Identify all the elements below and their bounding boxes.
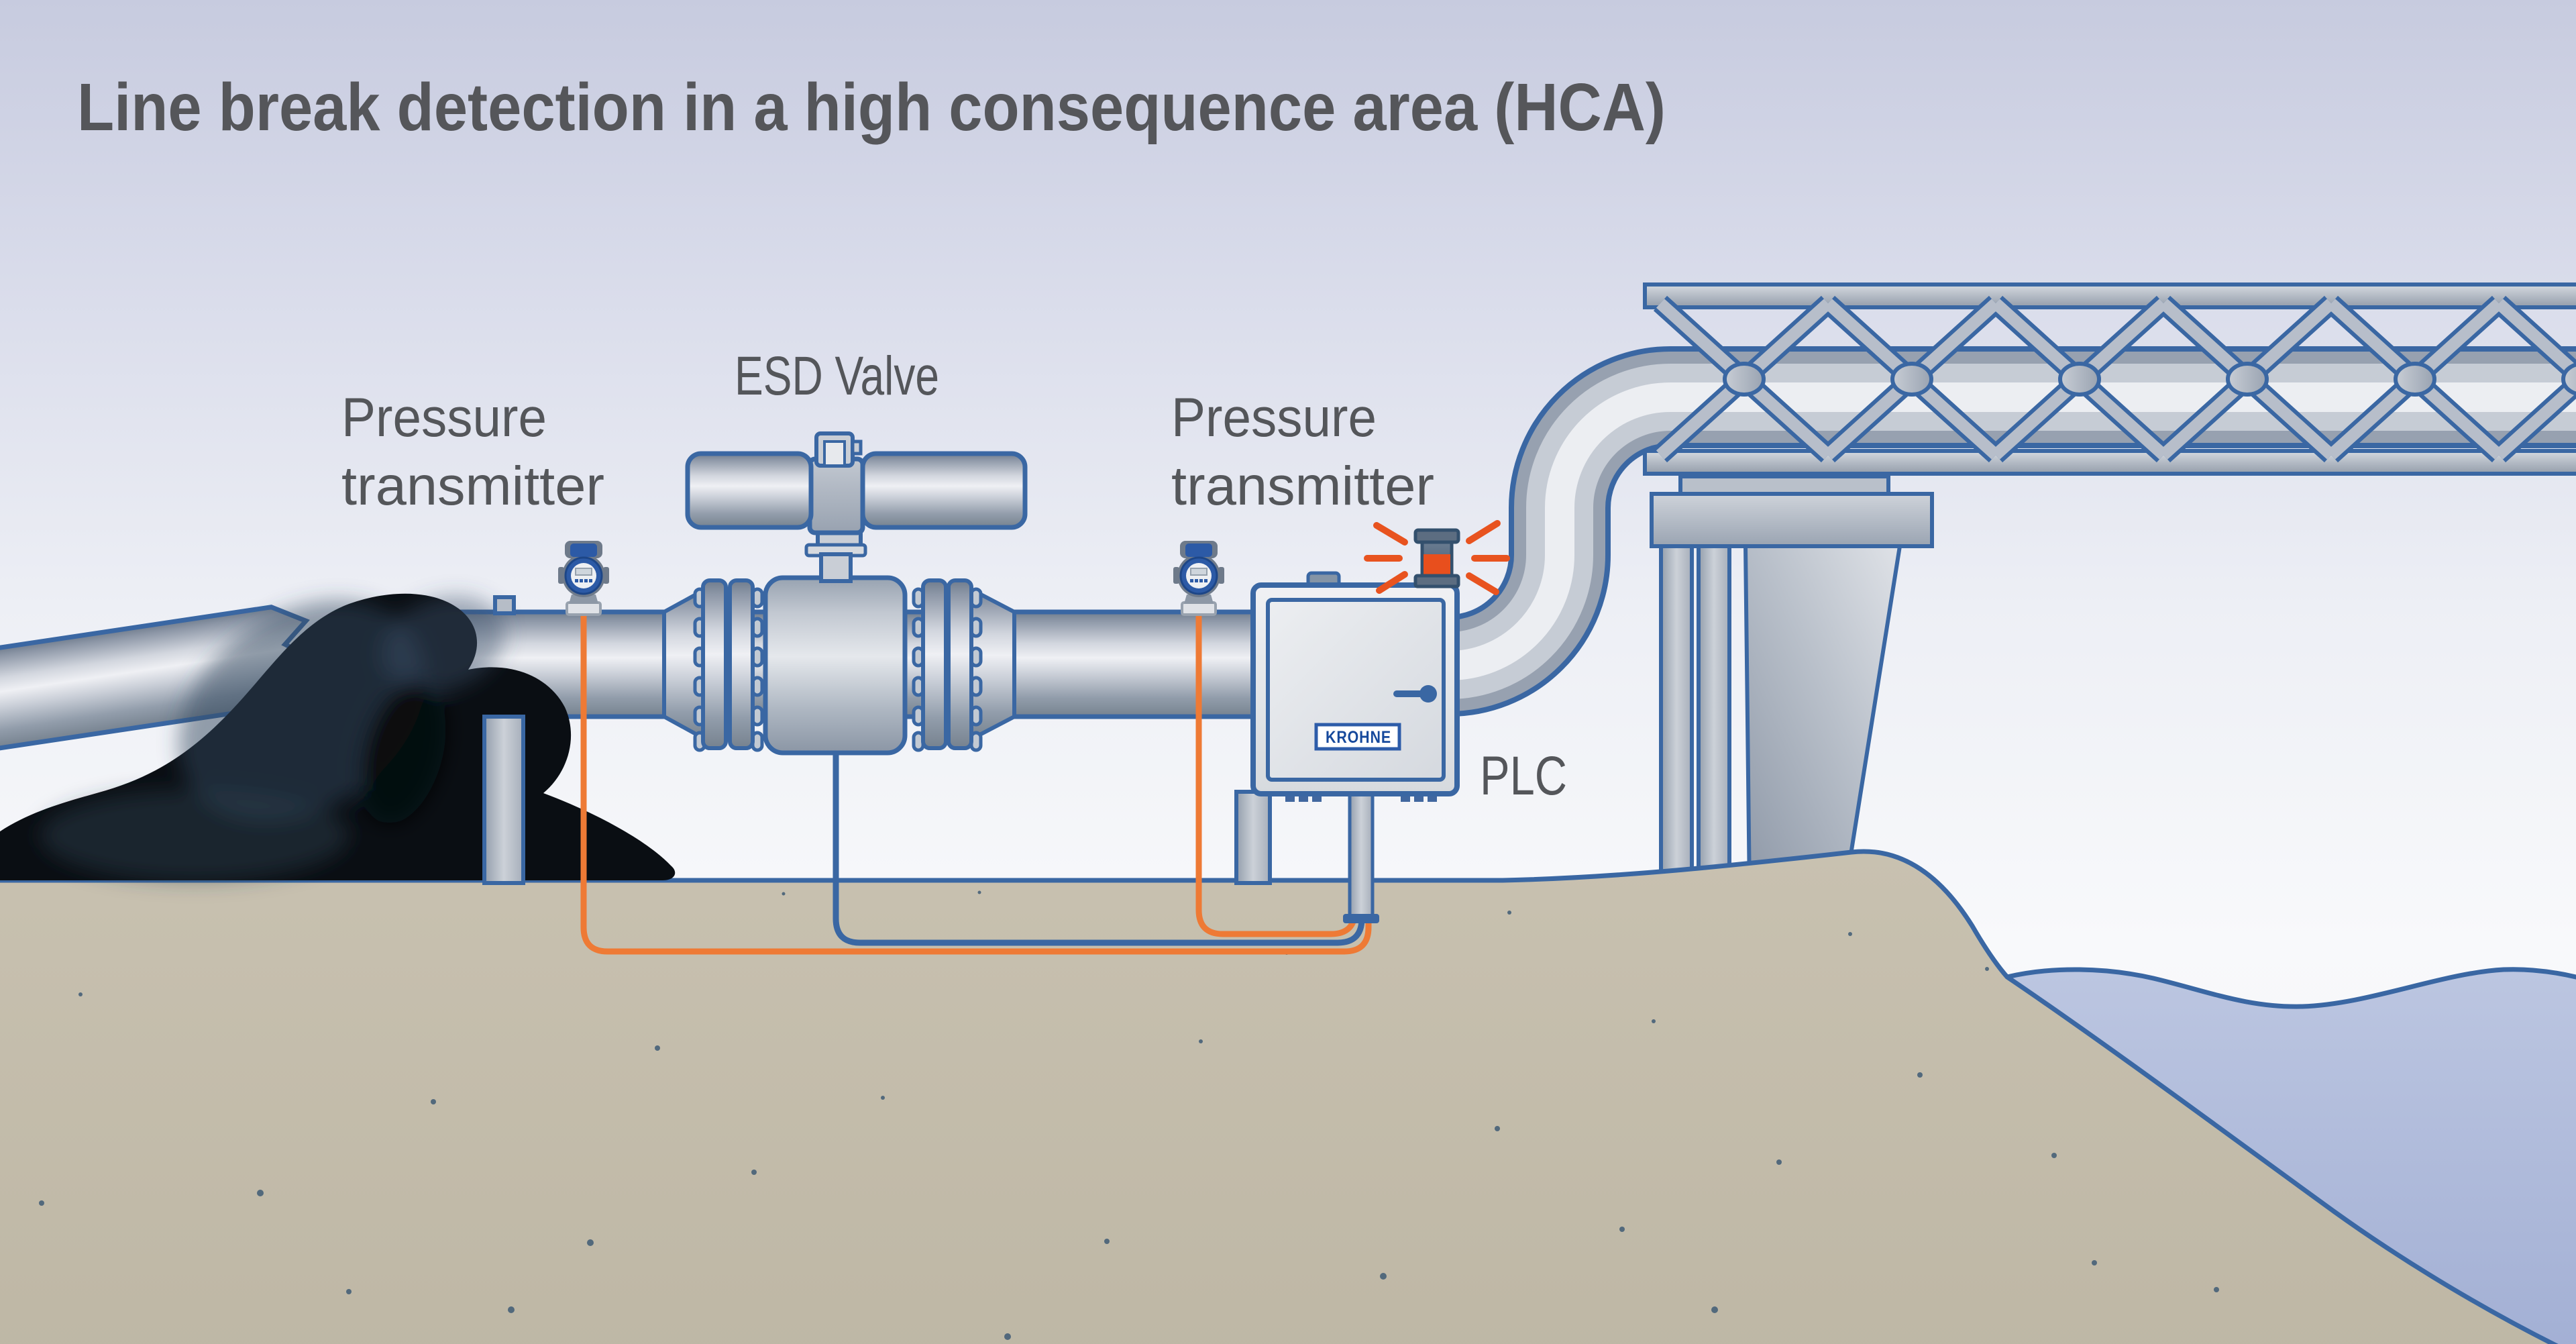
- pressure-transmitter-2: [1173, 541, 1224, 616]
- actuator-cylinder-right: [860, 451, 1028, 530]
- pier-column-2: [1697, 544, 1731, 897]
- transmitter-display: [575, 568, 592, 576]
- transmitter-cap: [1185, 544, 1212, 557]
- transmitter1-label-line1: Pressure: [341, 387, 547, 448]
- pipe-support-post: [482, 715, 525, 885]
- flange-plate: [947, 578, 973, 750]
- esd-valve-label: ESD Valve: [735, 346, 939, 407]
- water-fill: [2007, 969, 2576, 1344]
- pressure-transmitter-1: [558, 541, 609, 616]
- plc-cabinet: KROHNE: [1234, 571, 1460, 923]
- actuator-indicator-window: [823, 440, 846, 467]
- transmitter-cap: [570, 544, 597, 557]
- pipe-support-stub: [493, 595, 516, 615]
- elevated-pipeline: [1362, 346, 2576, 717]
- ground-surface-line: [0, 849, 2559, 1344]
- truss-top-chord: [1643, 282, 2576, 309]
- actuator-cylinder-left: [685, 451, 814, 530]
- plc-support-leg: [1234, 790, 1272, 885]
- bridge-truss-lattice: [1653, 295, 2576, 463]
- sand-speckles: [39, 890, 2219, 1340]
- plc-door: [1266, 598, 1446, 782]
- pipe-support: [482, 595, 525, 885]
- flange-plate: [701, 578, 728, 750]
- oil-sheen: [40, 596, 505, 881]
- transmitter-ear-left: [558, 567, 564, 584]
- transmitter-base: [1181, 601, 1217, 616]
- cable-esd-valve-blue: [833, 752, 1365, 946]
- transmitter-keys: [1190, 579, 1208, 582]
- transmitter1-label-line2: transmitter: [341, 456, 604, 517]
- valve-stem-lower: [819, 552, 853, 583]
- truss-bottom-chord: [1643, 449, 2576, 476]
- beacon-base: [1413, 574, 1460, 588]
- transmitter-neck: [1184, 595, 1214, 604]
- transmitter-display: [1190, 568, 1208, 576]
- bridge-truss-chords: [1643, 282, 2576, 476]
- water-surface-line: [2006, 967, 2576, 1009]
- pier-cap-beam: [1650, 492, 1934, 548]
- elevated-pipe-highlight: [1362, 382, 2576, 680]
- transmitter-keys: [575, 579, 592, 582]
- plc-label: PLC: [1480, 745, 1567, 807]
- page-title: Line break detection in a high consequen…: [77, 70, 1666, 145]
- plc-handle-knob: [1419, 685, 1437, 703]
- esd-valve: [662, 431, 1028, 756]
- flange-plate: [921, 578, 948, 750]
- ground: [0, 851, 2554, 1344]
- transmitter2-label-line2: transmitter: [1171, 456, 1434, 517]
- transmitter-ear-right: [1218, 567, 1224, 584]
- actuator-indicator-nub: [851, 440, 863, 456]
- lattice-joints: [1723, 362, 2576, 397]
- sand-fill: [0, 851, 2554, 1344]
- transmitter-ear-right: [603, 567, 609, 584]
- plc-brand-text: KROHNE: [1326, 728, 1391, 747]
- cable-transmitter1-orange: [580, 607, 1372, 955]
- beacon-light: [1424, 554, 1450, 574]
- plc-conduit: [1348, 790, 1375, 921]
- transmitter-neck: [569, 595, 598, 604]
- actuator-center-block: [807, 456, 865, 535]
- transmitter2-label-line1: Pressure: [1171, 387, 1377, 448]
- transmitter-base: [566, 601, 602, 616]
- transmitter-ear-left: [1173, 567, 1179, 584]
- pier-column-1: [1659, 544, 1694, 897]
- alarm-rays: [1364, 520, 1510, 595]
- bridge-pier: [1650, 474, 1934, 897]
- plc-conduit-cap: [1343, 914, 1379, 923]
- flange-plate: [728, 578, 755, 750]
- valve-body: [763, 575, 908, 756]
- beacon-cap: [1413, 528, 1460, 544]
- plc-brand-plate: [1314, 723, 1401, 751]
- water: [0, 849, 2576, 1344]
- alarm-beacon: [1364, 520, 1510, 595]
